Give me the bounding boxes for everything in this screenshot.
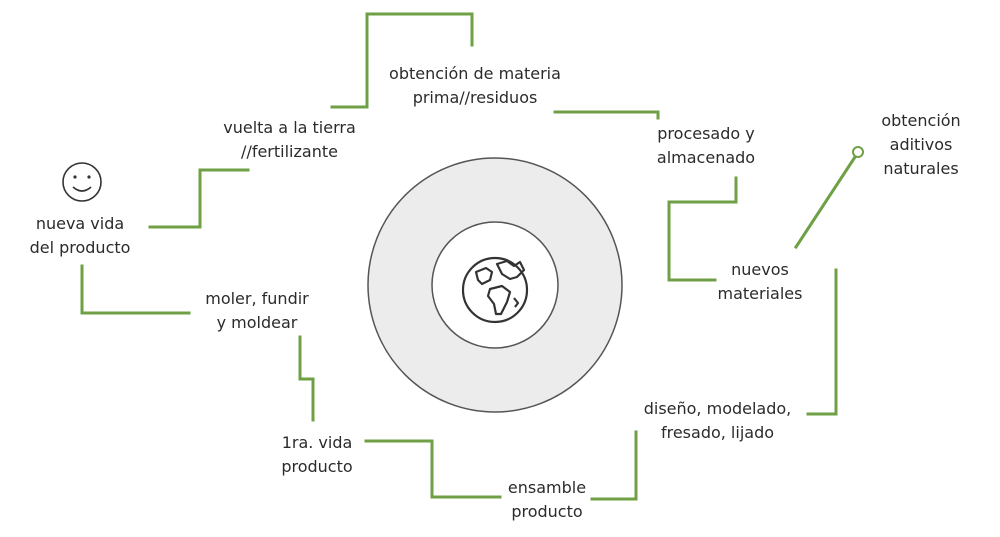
step-moler: moler, fundir y moldear	[205, 289, 309, 332]
connector-ensamble-vida	[364, 439, 502, 499]
connector-aditivos-materiales	[793, 154, 858, 250]
inner-ring	[431, 221, 559, 349]
step-obtencion-materia: obtención de materia prima//residuos	[389, 64, 561, 107]
step-diseno: diseño, modelado, fresado, lijado	[643, 399, 792, 442]
step-aditivos: obtención aditivos naturales	[881, 111, 961, 178]
step-procesado: procesado y almacenado	[656, 124, 756, 167]
connector-diseno-ensamble	[590, 430, 638, 501]
connector-materiales-diseno	[806, 268, 838, 416]
connector-vida-moler	[298, 335, 315, 422]
step-ensamble: ensamble producto	[507, 478, 587, 521]
connector-materia-procesado	[553, 110, 660, 120]
globe-icon	[461, 256, 529, 324]
smiley-face-icon	[62, 162, 102, 202]
connector-tierra-materia	[330, 12, 474, 109]
step-nuevos-materiales: nuevos materiales	[717, 260, 803, 303]
connector-nuevavida-tierra	[148, 168, 250, 229]
step-vuelta-tierra: vuelta a la tierra //fertilizante	[223, 118, 356, 161]
step-primera-vida: 1ra. vida producto	[281, 433, 353, 476]
step-nueva-vida: nueva vida del producto	[29, 214, 131, 257]
connector-procesado-materiales	[667, 176, 738, 282]
aditivos-node-dot	[852, 146, 864, 158]
connector-moler-nuevavida	[80, 264, 191, 315]
